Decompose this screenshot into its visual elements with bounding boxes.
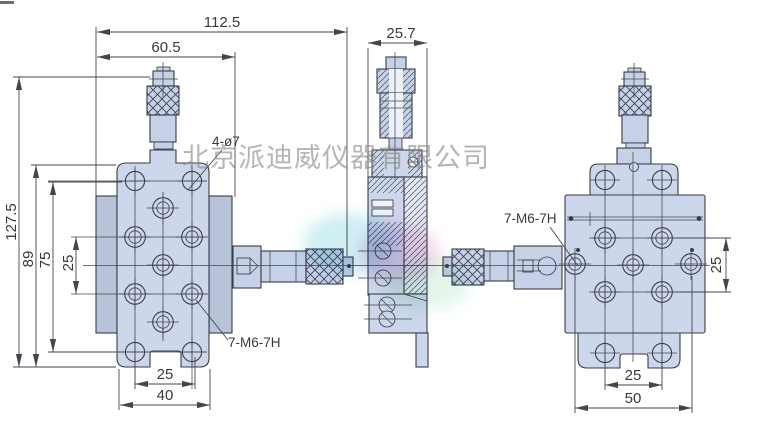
dim-hole-span-height: 75	[37, 252, 54, 269]
dim-right-foot-pitch: 25	[625, 367, 642, 384]
dim-front-foot-width: 40	[157, 387, 174, 404]
dimension-lines	[13, 27, 731, 413]
dim-section-thickness: 25.7	[386, 25, 415, 42]
dim-hole-pitch: 25	[60, 255, 77, 272]
label-thread-holes-front: 7-M6-7H	[228, 335, 281, 350]
section-view	[358, 52, 429, 368]
side-view	[442, 63, 731, 369]
dim-right-foot-width: 50	[625, 390, 642, 407]
dim-front-foot-pitch: 25	[157, 366, 174, 383]
dim-body-width: 60.5	[151, 39, 180, 56]
dim-overall-width: 112.5	[204, 14, 240, 31]
dimension-texts: 112.5 60.5 25.7 127.5 89 75 25 25 40 25 …	[3, 14, 725, 407]
scan-artifact	[0, 1, 14, 4]
dim-right-hole-pitch: 25	[708, 257, 725, 274]
front-view	[48, 62, 354, 389]
dim-overall-height: 127.5	[3, 203, 20, 241]
dim-body-height: 89	[20, 251, 37, 268]
label-thread-holes-side: 7-M6-7H	[504, 211, 557, 226]
label-corner-holes: 4-ø7	[212, 134, 240, 149]
